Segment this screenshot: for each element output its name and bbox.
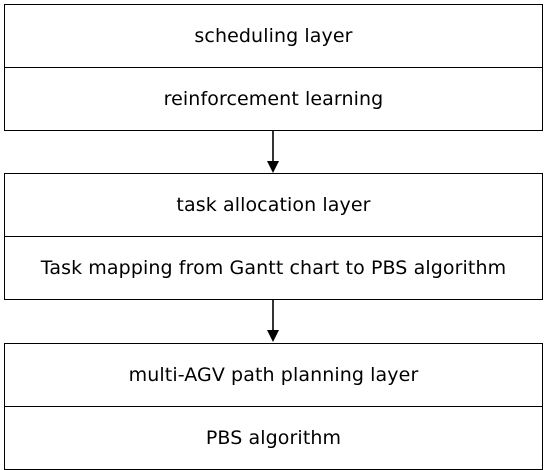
path-planning-layer-box: multi-AGV path planning layer PBS algori… (4, 343, 543, 470)
arrow-down-icon (267, 300, 279, 342)
arrow-down-icon (267, 131, 279, 173)
layer-title: multi-AGV path planning layer (128, 364, 419, 386)
task-allocation-layer-box: task allocation layer Task mapping from … (4, 173, 543, 300)
scheduling-layer-box: scheduling layer reinforcement learning (4, 4, 543, 131)
layer-method: PBS algorithm (5, 406, 542, 469)
layer-method: reinforcement learning (5, 67, 542, 130)
layer-title: task allocation layer (176, 194, 371, 216)
layer-method: Task mapping from Gantt chart to PBS alg… (5, 236, 542, 299)
layer-title: scheduling layer (194, 25, 353, 47)
